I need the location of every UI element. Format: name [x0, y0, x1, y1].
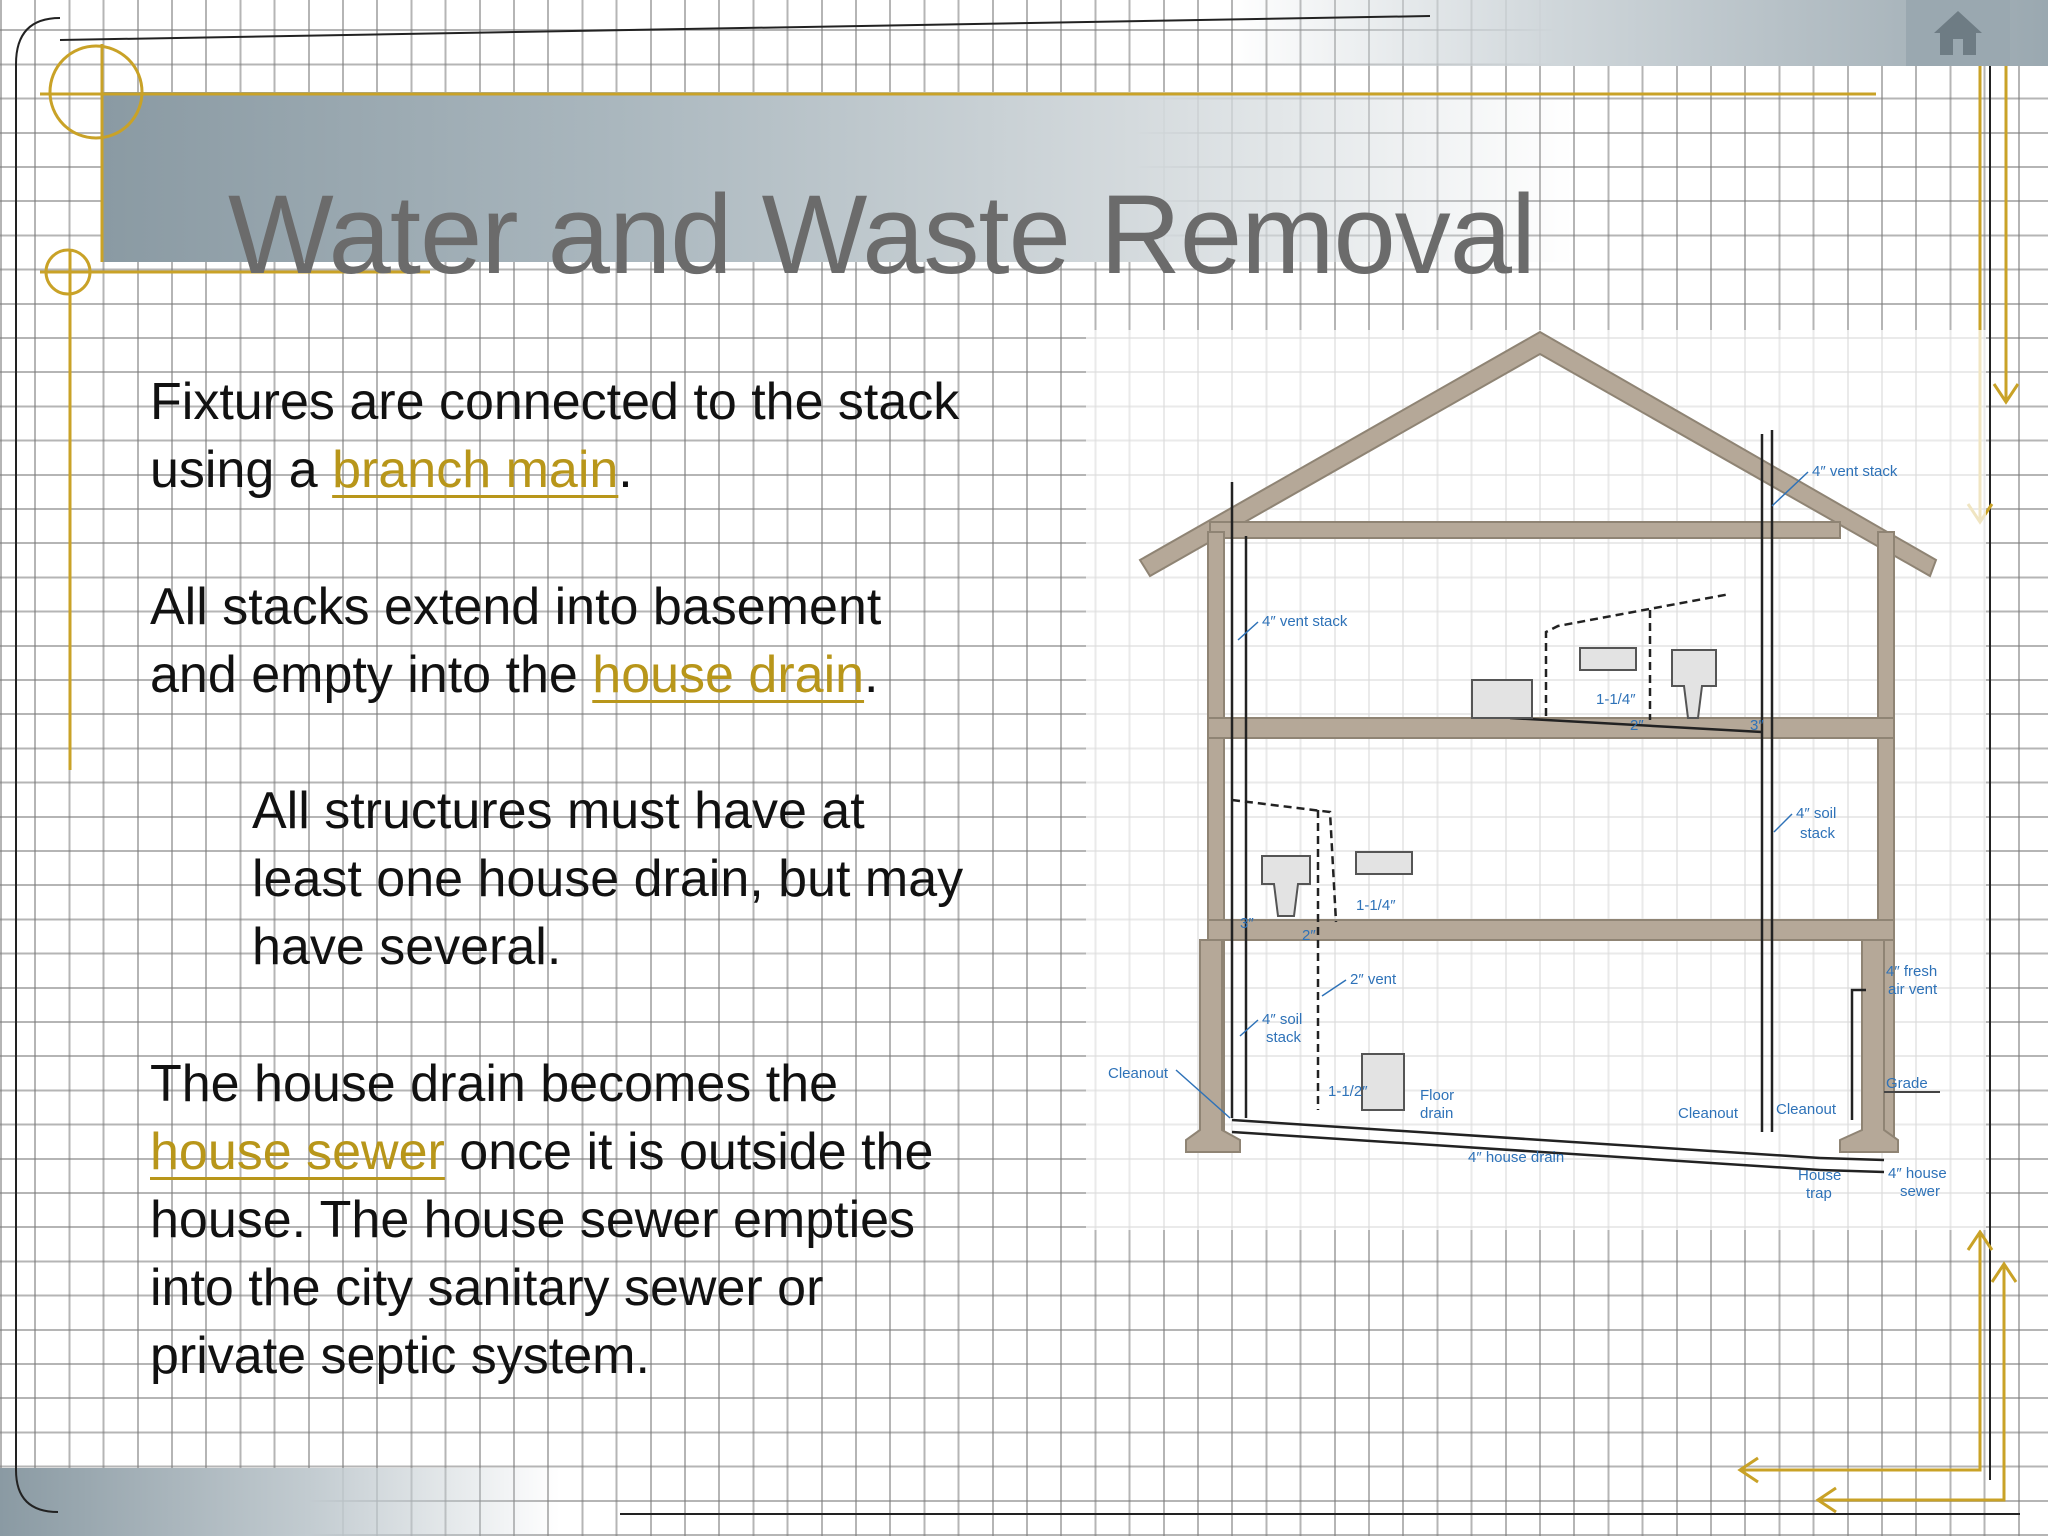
label-cleanout-mid: Cleanout — [1678, 1105, 1739, 1122]
gold-circle-top — [48, 44, 144, 140]
paragraph-house-drain: All stacks extend into basement and empt… — [150, 573, 881, 709]
text-line: into the city sanitary sewer or — [150, 1259, 824, 1317]
text-span: . — [864, 646, 879, 704]
mid-sink — [1355, 851, 1413, 875]
label-3-upper: 3″ — [1750, 717, 1764, 734]
label-floor-drain-2: drain — [1420, 1105, 1453, 1122]
text-line: house. The house sewer empties — [150, 1191, 916, 1249]
label-3-mid: 3″ — [1240, 915, 1254, 932]
arrow-up-icon-2 — [1990, 1261, 2018, 1283]
label-soil-stack-right-2: stack — [1800, 825, 1836, 842]
label-cleanout-left: Cleanout — [1108, 1065, 1169, 1082]
text-line: All stacks extend into basement — [150, 578, 882, 636]
label-2-mid: 2″ — [1302, 927, 1316, 944]
fresh-air-vent-pipe — [1850, 988, 1866, 1120]
basement-right-wall — [1839, 939, 1899, 1153]
attic-floor — [1209, 521, 1841, 539]
upper-branch-main — [1509, 716, 1763, 734]
mid-toilet — [1261, 855, 1311, 917]
text-line: private septic system. — [150, 1327, 650, 1385]
label-1-1-4-mid: 1-1/4″ — [1356, 897, 1396, 914]
first-floor — [1207, 919, 1895, 941]
roof — [1138, 330, 1938, 578]
text-line: All structures must have at — [252, 782, 865, 840]
text-line: The house drain becomes the — [150, 1055, 838, 1113]
label-house-trap-2: trap — [1806, 1185, 1832, 1202]
label-house-sewer-1: 4″ house — [1888, 1165, 1947, 1182]
arrow-left-icon — [1737, 1456, 1759, 1484]
label-vent-stack-top: 4″ vent stack — [1812, 463, 1898, 480]
label-fresh-air-2: air vent — [1888, 981, 1938, 998]
text-line: using a branch main. — [150, 436, 959, 504]
branch-main-link[interactable]: branch main — [332, 441, 619, 499]
paragraph-structures: All structures must have at least one ho… — [252, 777, 963, 981]
upper-sink — [1579, 647, 1637, 671]
mid-vent-dashed — [1231, 798, 1338, 923]
label-2-upper: 2″ — [1630, 717, 1644, 734]
label-1-1-4-upper: 1-1/4″ — [1596, 691, 1636, 708]
upper-vent-dashed — [1544, 592, 1731, 716]
label-floor-drain-1: Floor — [1420, 1087, 1454, 1104]
title-gradient-band — [102, 92, 1574, 262]
upper-toilet — [1671, 649, 1717, 719]
label-soil-stack-left-2: stack — [1266, 1029, 1302, 1046]
home-button[interactable] — [1906, 0, 2010, 66]
arrow-down-icon-2 — [1992, 383, 2020, 405]
diagram-backdrop — [1086, 330, 1986, 1230]
laundry-tub — [1361, 1053, 1405, 1111]
label-fresh-air-1: 4″ fresh — [1886, 963, 1937, 980]
label-2-vent: 2″ vent — [1350, 971, 1397, 988]
tub-fixture — [1471, 679, 1533, 719]
text-span: and empty into the — [150, 646, 593, 704]
home-icon — [1934, 11, 1982, 55]
paragraph-house-sewer: The house drain becomes the house sewer … — [150, 1050, 933, 1390]
second-floor — [1207, 717, 1895, 739]
text-line: have several. — [252, 918, 562, 976]
house-drain-pipe — [1231, 1118, 1821, 1160]
label-soil-stack-right-1: 4″ soil — [1796, 805, 1836, 822]
bottom-gradient-band — [0, 1468, 560, 1536]
label-soil-stack-left-1: 4″ soil — [1262, 1011, 1302, 1028]
label-house-sewer-2: sewer — [1900, 1183, 1940, 1200]
text-line: and empty into the house drain. — [150, 641, 881, 709]
text-span: . — [618, 441, 633, 499]
label-house-drain: 4″ house drain — [1468, 1149, 1564, 1166]
basement-left-wall — [1185, 939, 1241, 1153]
house-sewer-link[interactable]: house sewer — [150, 1123, 445, 1181]
label-1-1-2: 1-1/2″ — [1328, 1083, 1368, 1100]
label-house-trap-1: House — [1798, 1167, 1841, 1184]
arrow-left-icon-2 — [1815, 1486, 1837, 1514]
page-title: Water and Waste Removal — [228, 172, 1536, 297]
text-span: using a — [150, 441, 333, 499]
arrow-up-icon — [1966, 1229, 1994, 1251]
label-cleanout-right: Cleanout — [1776, 1101, 1837, 1118]
text-span: once it is outside the — [444, 1123, 934, 1181]
text-line: Fixtures are connected to the stack — [150, 373, 960, 431]
gold-circle-small — [44, 248, 92, 296]
label-vent-stack-left: 4″ vent stack — [1262, 613, 1348, 630]
label-grade: Grade — [1886, 1075, 1928, 1092]
text-line: house sewer once it is outside the — [150, 1118, 933, 1186]
house-drain-link[interactable]: house drain — [592, 646, 865, 704]
text-line: least one house drain, but may — [252, 850, 964, 908]
paragraph-branch-main: Fixtures are connected to the stack usin… — [150, 368, 959, 504]
